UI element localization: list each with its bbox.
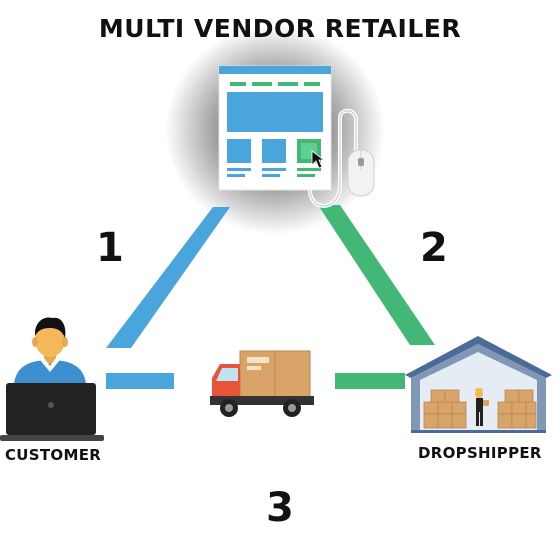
connector-truck-dropshipper [335, 373, 405, 389]
step-2-number: 2 [420, 225, 448, 271]
dropshipper-label: DROPSHIPPER [418, 444, 542, 462]
step-3-number: 3 [266, 485, 294, 531]
customer-label: CUSTOMER [5, 446, 102, 464]
connector-customer-truck [106, 373, 174, 389]
connector-customer-retailer [106, 207, 230, 348]
step-1-number: 1 [96, 225, 124, 271]
connector-retailer-dropshipper [318, 205, 435, 345]
